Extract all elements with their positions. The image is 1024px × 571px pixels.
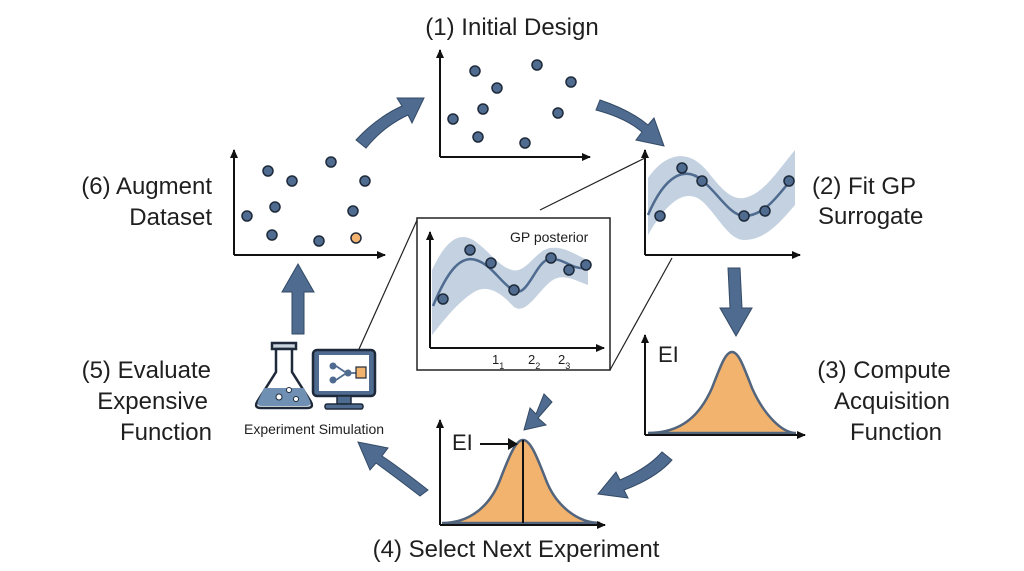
ei-pointer-arrow (480, 438, 518, 450)
step-3-label-line1: (3) Compute (817, 357, 950, 384)
arrow-5-to-6 (281, 262, 315, 335)
step-6-label-line1: (6) Augment (81, 173, 212, 200)
data-point (676, 162, 688, 174)
gp-fit-plot (641, 149, 801, 259)
step-2-label-line1: (2) Fit GP (812, 173, 916, 200)
data-point (531, 59, 543, 71)
step-4-label: (4) Select Next Experiment (373, 536, 660, 563)
arrow-6-to-1 (355, 97, 425, 149)
data-point (286, 175, 298, 187)
acquisition-curve (647, 350, 797, 435)
data-point (519, 137, 531, 149)
data-point (491, 82, 503, 94)
data-point (654, 210, 666, 222)
data-point (241, 210, 253, 222)
acquisition-ei-label: EI (658, 342, 679, 367)
data-point (545, 252, 557, 264)
step-3-label-line2: Acquisition (834, 388, 950, 415)
data-point (262, 165, 274, 177)
data-point (738, 210, 750, 222)
data-point (565, 76, 577, 88)
acquisition-plot: EI (641, 334, 806, 439)
data-point (469, 65, 481, 77)
zoom-line-top (539, 157, 646, 211)
zoom-line-left (354, 217, 419, 359)
step-3-label-line3: Function (850, 419, 942, 446)
data-point (447, 113, 459, 125)
data-point (477, 103, 489, 115)
data-point (783, 175, 795, 187)
augment-dataset-plot (230, 149, 386, 259)
data-point (485, 257, 497, 269)
arrow-3-to-4 (597, 451, 673, 499)
data-point (266, 229, 278, 241)
step-6-label-line2: Dataset (129, 204, 212, 231)
inset-title: GP posterior (510, 229, 589, 245)
data-point (759, 205, 771, 217)
data-point (437, 293, 449, 305)
initial-design-plot (436, 49, 591, 161)
step-1-label: (1) Initial Design (425, 14, 598, 41)
data-point (472, 131, 484, 143)
step-2-label-line2: Surrogate (818, 203, 923, 230)
data-point (359, 175, 371, 187)
step-5-label-line2: Expensive (97, 388, 208, 415)
select-ei-label: EI (452, 430, 473, 455)
data-point (580, 259, 592, 271)
simulation-label: Experiment Simulation (244, 421, 384, 437)
inset-gp-posterior: GP posterior 11 22 23 (354, 157, 673, 371)
arrow-2-to-3 (719, 267, 753, 338)
arrow-1-to-2 (595, 99, 665, 147)
flask-icon (254, 341, 314, 410)
data-point (552, 107, 564, 119)
inset-tick-2: 22 (528, 352, 540, 371)
inset-tick-3: 23 (558, 352, 570, 371)
arrow-4-to-5 (357, 441, 429, 497)
data-point (347, 205, 359, 217)
gp-uncertainty-band (648, 150, 795, 240)
data-point (325, 156, 337, 168)
inset-tick-1: 11 (492, 352, 504, 371)
step-5-label-line1: (5) Evaluate (82, 357, 211, 384)
select-plot: EI (436, 419, 606, 529)
step-5-label-line3: Function (120, 419, 212, 446)
zoom-line-right (609, 257, 673, 371)
arrow-select-pointer (523, 393, 553, 431)
data-point (696, 175, 708, 187)
data-point (313, 235, 325, 247)
data-point (269, 201, 281, 213)
data-point (508, 284, 520, 296)
data-point (563, 264, 575, 276)
new-data-point (350, 232, 362, 244)
data-point (464, 244, 476, 256)
monitor-icon (311, 348, 377, 410)
